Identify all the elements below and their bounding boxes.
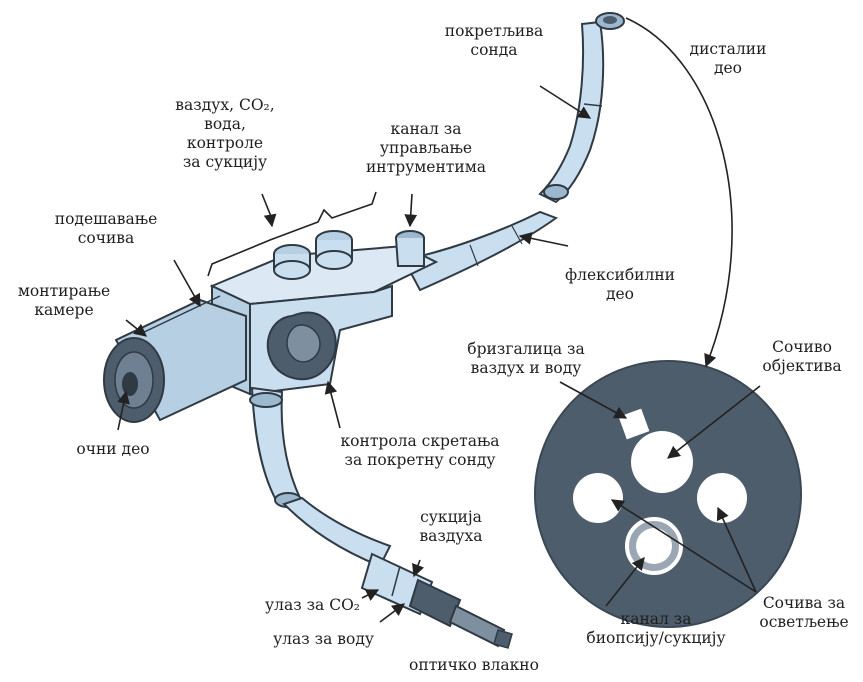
label-flexible-part: флексибилни део	[560, 266, 680, 304]
label-line: вода,	[160, 115, 290, 134]
label-line: део	[560, 285, 680, 304]
label-line: камере	[6, 301, 122, 320]
label-line: биопсију/сукцију	[576, 629, 736, 648]
label-line: улаз за CO₂	[210, 596, 360, 615]
label-water-inlet: улаз за воду	[230, 630, 374, 649]
label-line: монтирање	[6, 282, 122, 301]
label-line: подешавање	[46, 210, 166, 229]
label-line: управљање	[356, 139, 496, 158]
eyepiece-assembly	[104, 296, 246, 422]
label-lens-adjust: подешавање сочива	[46, 210, 166, 248]
label-air-suction: сукција ваздуха	[396, 508, 506, 546]
label-eyepiece: очни део	[58, 440, 168, 459]
illumination-lens-left	[573, 473, 623, 523]
label-illumination-lenses: Сочива за осветљење	[748, 594, 860, 632]
label-movable-probe: покретљива сонда	[430, 22, 558, 60]
label-line: дисталии	[668, 40, 788, 59]
label-line: ваздуха	[396, 527, 506, 546]
label-camera-mount: монтирање камере	[6, 282, 122, 320]
label-line: контрола скретања	[322, 432, 518, 451]
label-biopsy-channel: канал за биопсију/сукцију	[576, 610, 736, 648]
distal-tip-disk	[535, 361, 801, 627]
label-line: контроле	[160, 134, 290, 153]
label-optical-fiber: оптичко влакно	[396, 656, 552, 675]
label-line: канал за	[356, 120, 496, 139]
label-line: Сочива за	[748, 594, 860, 613]
label-line: објектива	[746, 357, 858, 376]
label-instrument-channel: канал за управљање интрументима	[356, 120, 496, 177]
label-deflection-control: контрола скретања за покретну сонду	[322, 432, 518, 470]
label-line: сочива	[46, 229, 166, 248]
label-objective-lens: Сочиво објектива	[746, 338, 858, 376]
label-line: сукција	[396, 508, 506, 527]
label-line: оптичко влакно	[396, 656, 552, 675]
label-line: флексибилни	[560, 266, 680, 285]
label-line: за покретну сонду	[322, 451, 518, 470]
flexible-part	[404, 212, 556, 290]
label-line: за сукцију	[160, 153, 290, 172]
label-nozzle: бризгалица за ваздух и воду	[462, 340, 590, 378]
objective-lens-opening	[631, 431, 693, 493]
label-line: улаз за воду	[230, 630, 374, 649]
label-line: осветљење	[748, 613, 860, 632]
label-line: очни део	[58, 440, 168, 459]
label-line: бризгалица за	[462, 340, 590, 359]
label-line: интрументима	[356, 158, 496, 177]
label-line: покретљива	[430, 22, 558, 41]
label-air-controls: ваздух, CO₂, вода, контроле за сукцију	[160, 96, 290, 172]
label-co2-inlet: улаз за CO₂	[210, 596, 360, 615]
label-line: Сочиво	[746, 338, 858, 357]
label-line: ваздух и воду	[462, 359, 590, 378]
label-line: канал за	[576, 610, 736, 629]
label-line: ваздух, CO₂,	[160, 96, 290, 115]
label-line: сонда	[430, 41, 558, 60]
label-distal-part: дисталии део	[668, 40, 788, 78]
label-line: део	[668, 59, 788, 78]
